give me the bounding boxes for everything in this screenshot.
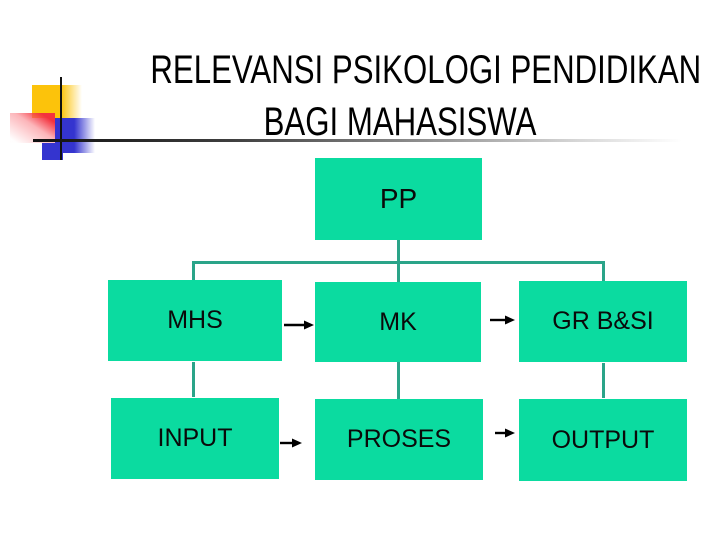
node-mk-label: MK — [379, 307, 417, 336]
arrow-proses-to-output-icon — [495, 428, 515, 438]
node-mhs-label: MHS — [167, 306, 223, 334]
connector-branch-horizontal — [192, 261, 605, 264]
connector-branch-to-gr-bsi — [602, 263, 605, 281]
slide-title: RELEVANSI PSIKOLOGI PENDIDIKAN BAGI MAHA… — [80, 44, 720, 148]
slide-title-line2: BAGI MAHASISWA — [263, 100, 537, 144]
node-gr-bsi-label: GR B&SI — [552, 307, 654, 335]
decoration-blue-small-square — [42, 143, 63, 160]
decoration-vertical-line — [60, 77, 62, 160]
connector-gr-bsi-to-output — [602, 363, 605, 398]
node-input-label: INPUT — [157, 424, 233, 452]
slide-title-line1: RELEVANSI PSIKOLOGI PENDIDIKAN — [150, 48, 702, 92]
node-input: INPUT — [111, 398, 279, 479]
connector-mk-to-proses — [397, 362, 400, 399]
decoration-yellow-square — [32, 85, 82, 118]
node-mhs: MHS — [108, 280, 282, 361]
connector-branch-to-mhs — [192, 263, 195, 280]
connector-pp-stub — [397, 240, 400, 263]
decoration-red-square — [10, 113, 55, 143]
arrow-input-to-proses-icon — [280, 438, 302, 448]
node-proses: PROSES — [315, 399, 483, 480]
node-pp: PP — [315, 158, 482, 240]
arrow-mhs-to-mk-icon — [284, 320, 314, 330]
node-mk: MK — [315, 282, 481, 362]
node-pp-label: PP — [379, 183, 418, 214]
node-proses-label: PROSES — [346, 425, 452, 453]
node-output-label: OUTPUT — [551, 425, 655, 454]
node-output: OUTPUT — [519, 399, 687, 481]
connector-branch-to-mk — [397, 263, 400, 282]
decoration-horizontal-rule — [33, 139, 695, 142]
node-gr-bsi: GR B&SI — [519, 281, 687, 362]
arrow-mk-to-gr-bsi-icon — [490, 315, 515, 325]
connector-mhs-to-input — [192, 362, 195, 397]
